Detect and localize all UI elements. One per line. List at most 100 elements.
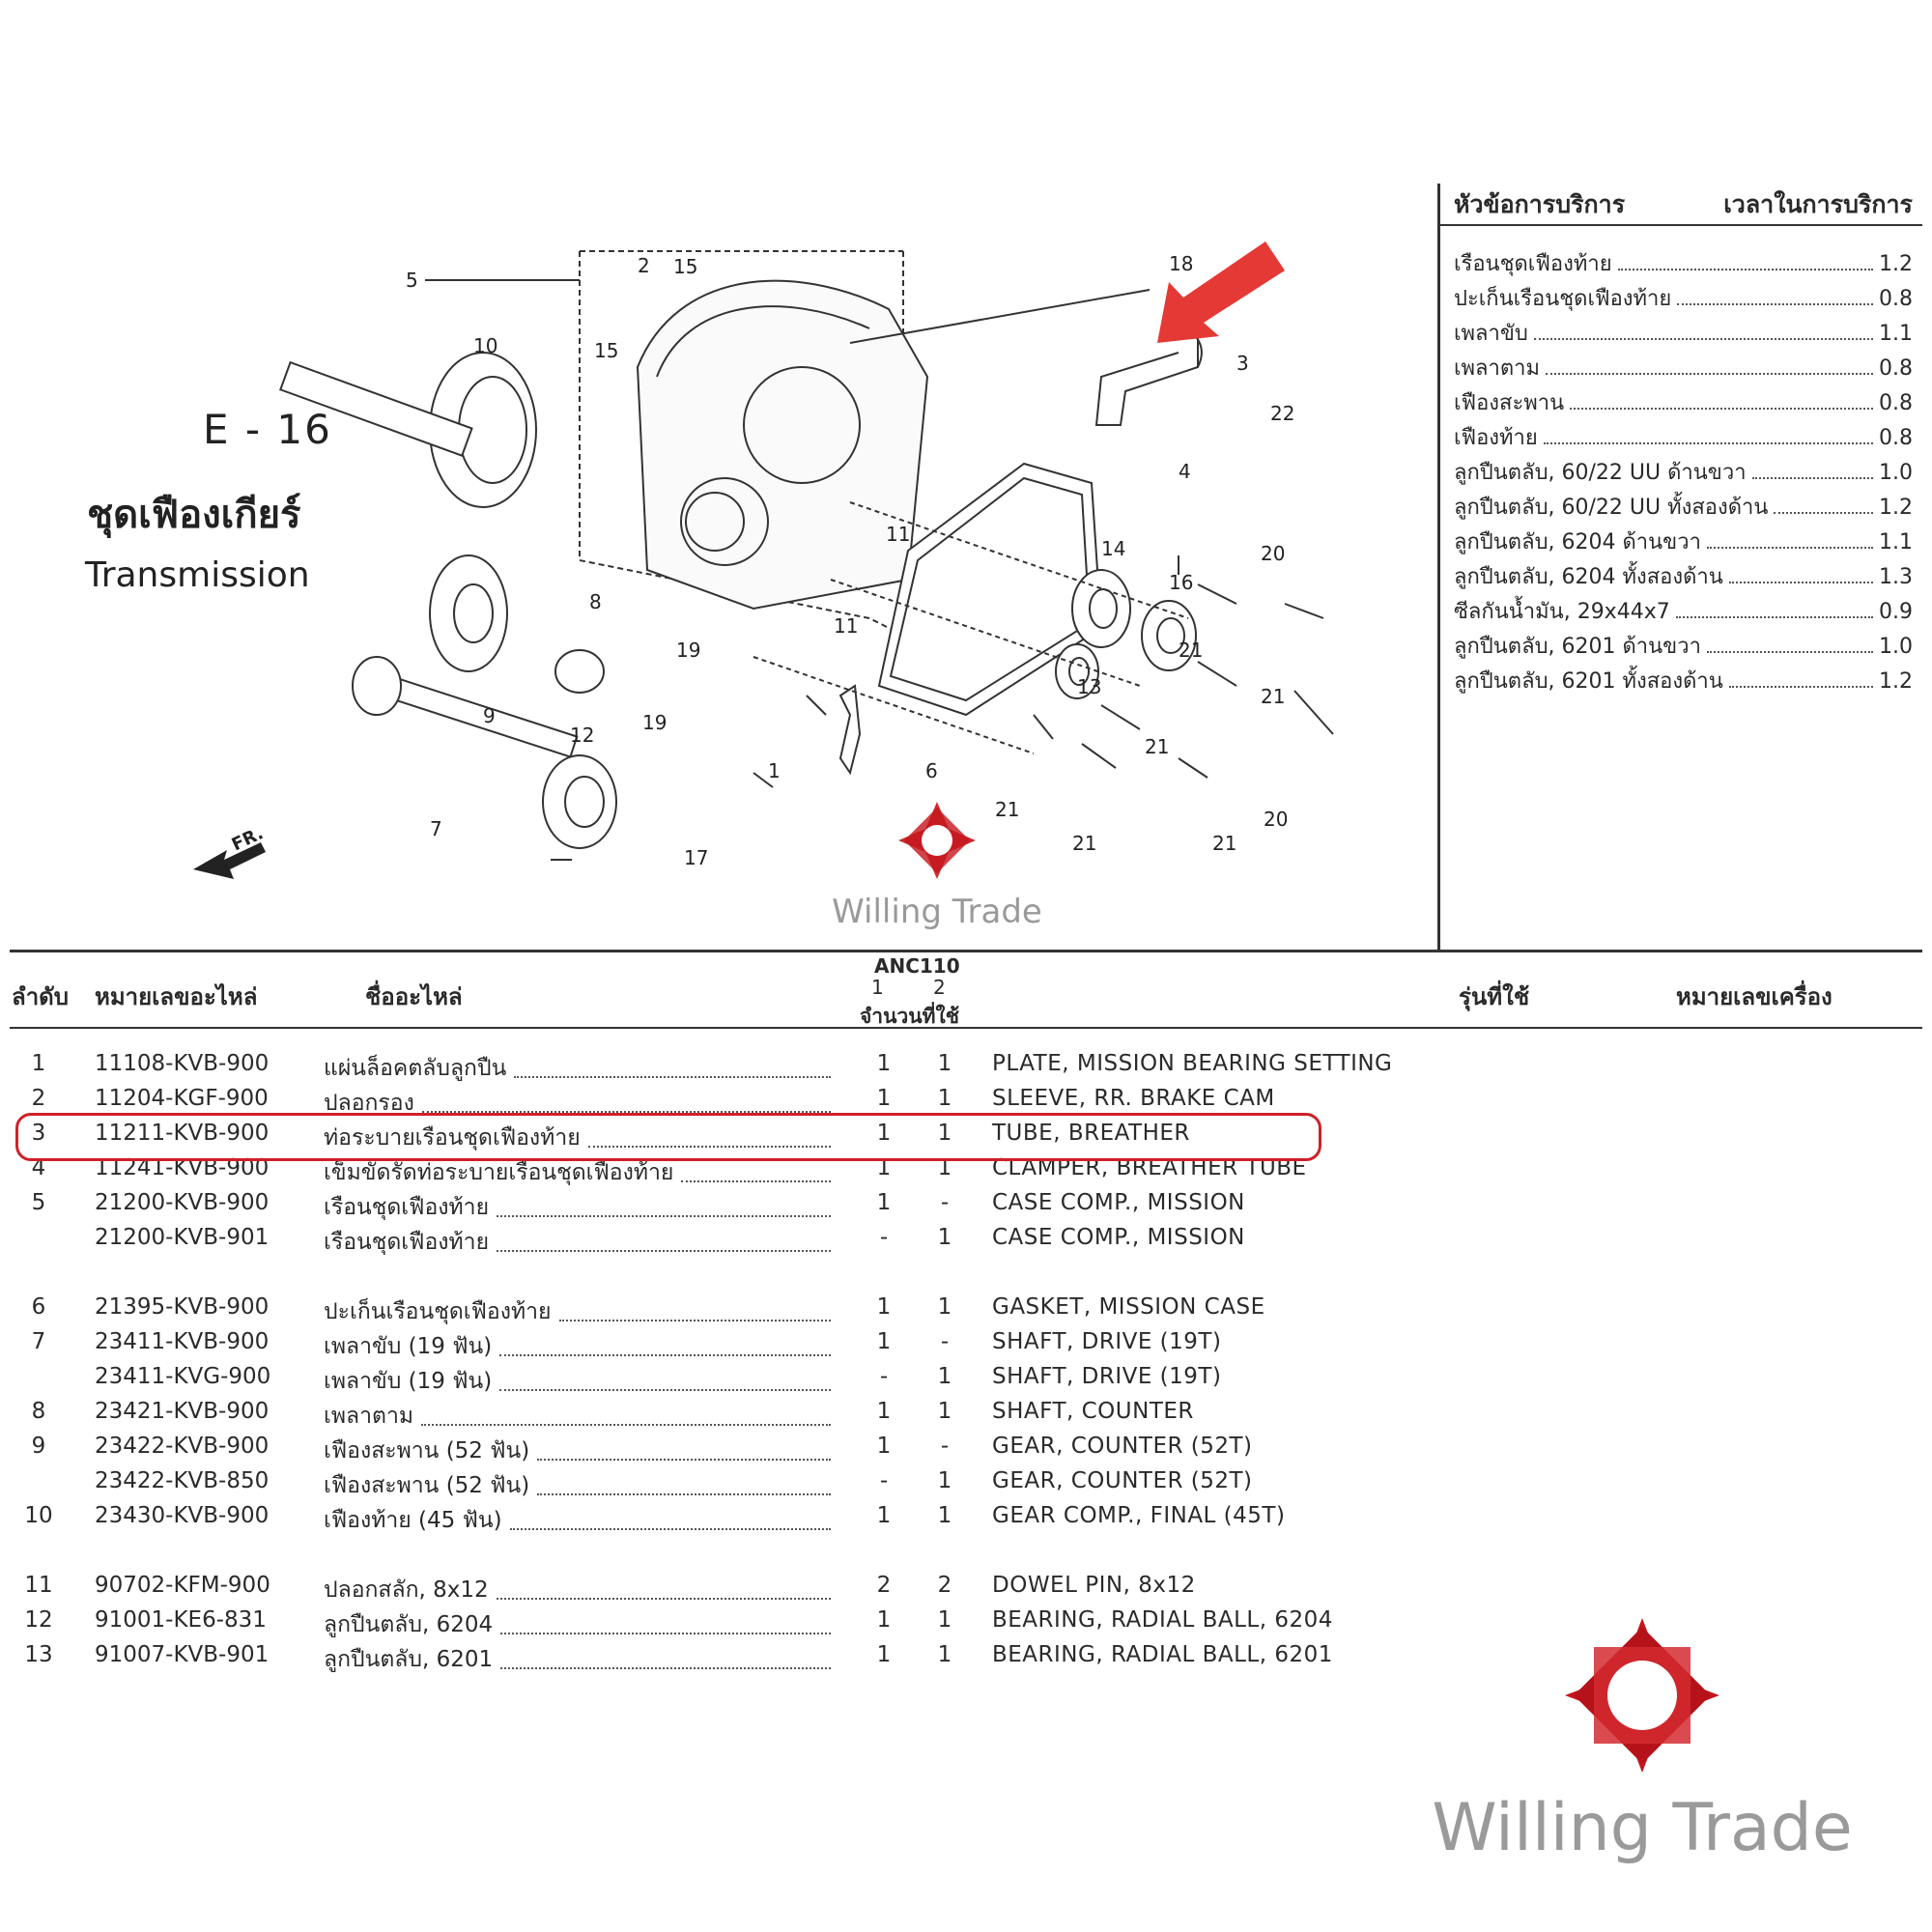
part-name-thai: เพลาตาม bbox=[324, 1404, 414, 1429]
service-item-time: 1.1 bbox=[1879, 530, 1913, 554]
part-number: 23422-KVB-900 bbox=[95, 1434, 270, 1459]
part-name-english: SHAFT, DRIVE (19T) bbox=[992, 1364, 1222, 1389]
row-ref-no: 4 bbox=[31, 1155, 46, 1180]
leader-dots bbox=[1546, 373, 1873, 375]
leader-dots bbox=[509, 1503, 831, 1530]
row-ref-no: 11 bbox=[24, 1573, 53, 1598]
leader-dots bbox=[496, 1573, 831, 1600]
qty-variant-1: - bbox=[879, 1468, 889, 1493]
leader-dots bbox=[1728, 686, 1873, 688]
part-number: 91001-KE6-831 bbox=[95, 1607, 267, 1633]
callout-5: 5 bbox=[406, 269, 418, 292]
callout-4: 4 bbox=[1179, 460, 1191, 483]
leader-dots bbox=[514, 1051, 831, 1078]
service-item-time: 1.2 bbox=[1879, 252, 1913, 276]
row-ref-no: 5 bbox=[31, 1190, 46, 1215]
part-name-thai: ลูกปืนตลับ, 6204 bbox=[324, 1612, 494, 1637]
qty-variant-2: 1 bbox=[937, 1121, 952, 1146]
part-name-thai: เพลาขับ (19 ฟัน) bbox=[324, 1369, 493, 1394]
part-number: 23422-KVB-850 bbox=[95, 1468, 270, 1493]
row-ref-no: 10 bbox=[24, 1503, 53, 1528]
callout-20b: 20 bbox=[1264, 808, 1288, 831]
willing-trade-watermark-small: Willing Trade bbox=[832, 802, 1042, 931]
row-ref-no: 3 bbox=[31, 1121, 46, 1146]
part-name-english: SLEEVE, RR. BRAKE CAM bbox=[992, 1086, 1275, 1111]
oil-seal-16 bbox=[1141, 600, 1197, 671]
leader-dots bbox=[1677, 303, 1873, 305]
part-number: 91007-KVB-901 bbox=[95, 1642, 270, 1667]
section-title-thai: ชุดเฟืองเกียร์ bbox=[87, 493, 301, 537]
qty-variant-2: 1 bbox=[937, 1399, 952, 1424]
leader-dots bbox=[1675, 616, 1873, 618]
service-header-rule bbox=[1439, 224, 1922, 226]
service-item-time: 1.0 bbox=[1879, 635, 1913, 659]
part-name-thai-cell: เฟืองท้าย (45 ฟัน) bbox=[324, 1503, 831, 1538]
part-name-thai: เฟืองสะพาน (52 ฟัน) bbox=[324, 1473, 530, 1498]
callout-21c: 21 bbox=[1145, 735, 1169, 758]
qty-variant-2: 1 bbox=[937, 1051, 952, 1076]
callout-11b: 11 bbox=[834, 614, 858, 638]
row-ref-no: 9 bbox=[31, 1434, 46, 1459]
callout-21: 21 bbox=[1179, 639, 1203, 662]
callout-18: 18 bbox=[1169, 252, 1193, 275]
part-name-thai-cell: ท่อระบายเรือนชุดเฟืองท้าย bbox=[324, 1121, 831, 1155]
part-name-english: CASE COMP., MISSION bbox=[992, 1225, 1245, 1250]
service-item-name: เรือนชุดเฟืองท้าย bbox=[1454, 252, 1612, 276]
service-item: เฟืองท้าย 0.8 bbox=[1454, 420, 1913, 455]
qty-variant-2: 1 bbox=[937, 1607, 952, 1633]
part-name-thai: ลูกปืนตลับ, 6201 bbox=[324, 1647, 494, 1672]
leader-dots bbox=[497, 1225, 831, 1252]
part-name-english: GEAR COMP., FINAL (45T) bbox=[992, 1503, 1286, 1528]
service-item-name: เฟืองสะพาน bbox=[1454, 391, 1565, 415]
part-number: 11108-KVB-900 bbox=[95, 1051, 270, 1076]
table-header-rule bbox=[10, 1027, 1922, 1029]
part-name-thai-cell: เพลาขับ (19 ฟัน) bbox=[324, 1329, 831, 1364]
callout-8: 8 bbox=[589, 590, 602, 613]
callout-17: 17 bbox=[684, 846, 708, 869]
part-name-english: CASE COMP., MISSION bbox=[992, 1190, 1245, 1215]
part-number: 23421-KVB-900 bbox=[95, 1399, 270, 1424]
part-name-thai-cell: ปะเก็นเรือนชุดเฟืองท้าย bbox=[324, 1294, 831, 1329]
qty-variant-1: 1 bbox=[876, 1051, 892, 1076]
callout-21d: 21 bbox=[995, 798, 1019, 821]
callout-7: 7 bbox=[430, 817, 442, 840]
callout-2: 2 bbox=[638, 254, 650, 277]
qty-variant-2: 1 bbox=[937, 1155, 952, 1180]
leader-dots bbox=[500, 1607, 831, 1634]
service-item-name: ปะเก็นเรือนชุดเฟืองท้าย bbox=[1454, 287, 1672, 311]
service-item-name: เฟืองท้าย bbox=[1454, 426, 1538, 450]
part-name-thai-cell: เรือนชุดเฟืองท้าย bbox=[324, 1190, 831, 1225]
leader-dots bbox=[1533, 338, 1873, 340]
part-name-thai: เรือนชุดเฟืองท้าย bbox=[324, 1230, 490, 1255]
row-ref-no: 6 bbox=[31, 1294, 46, 1320]
service-item-time: 0.8 bbox=[1879, 426, 1913, 450]
part-name-english: PLATE, MISSION BEARING SETTING bbox=[992, 1051, 1393, 1076]
qty-variant-2: 1 bbox=[937, 1294, 952, 1320]
qty-variant-1: 1 bbox=[876, 1607, 892, 1633]
col-header-part-no: หมายเลขอะไหล่ bbox=[95, 983, 258, 1010]
part-number: 21395-KVB-900 bbox=[95, 1294, 270, 1320]
qty-variant-1: 1 bbox=[876, 1434, 892, 1459]
col-header-variant-2: 2 bbox=[933, 976, 946, 999]
table-top-rule bbox=[10, 950, 1922, 952]
leader-dots bbox=[681, 1155, 831, 1182]
leader-dots bbox=[1706, 651, 1873, 653]
part-name-thai-cell: เฟืองสะพาน (52 ฟัน) bbox=[324, 1468, 831, 1503]
bearing-14 bbox=[1071, 569, 1131, 648]
part-name-thai-cell: ปลอกสลัก, 8x12 bbox=[324, 1573, 831, 1607]
part-name-thai-cell: ปลอกรอง bbox=[324, 1086, 831, 1121]
part-name-thai: เฟืองสะพาน (52 ฟัน) bbox=[324, 1438, 530, 1463]
